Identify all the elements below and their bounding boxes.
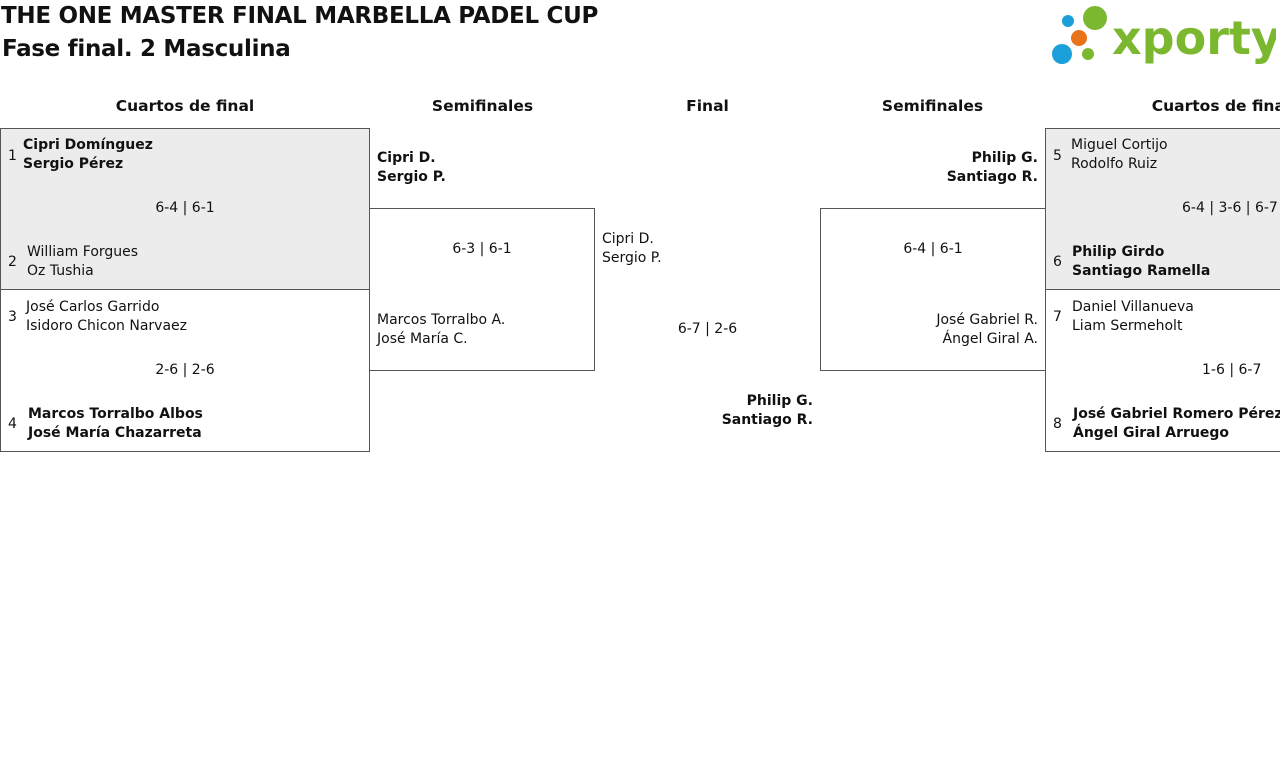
player-name: Ángel Giral Arruego	[1073, 425, 1230, 441]
page-subtitle: Fase final. 2 Masculina	[2, 36, 291, 62]
column-header-qf-left: Cuartos de final	[115, 97, 255, 115]
match-score: 6-4 | 3-6 | 6-7	[1182, 200, 1278, 216]
match-qf-right-1[interactable]: 5 Miguel Cortijo Rodolfo Ruiz 6-4 | 3-6 …	[1045, 128, 1280, 290]
seed-number: 4	[8, 416, 17, 432]
page-title: THE ONE MASTER FINAL MARBELLA PADEL CUP	[1, 3, 599, 29]
player-name: José María C.	[377, 331, 468, 347]
seed-number: 2	[8, 254, 17, 270]
player-name: José Gabriel R.	[936, 312, 1038, 328]
seed-number: 3	[8, 309, 17, 325]
player-name: José Gabriel Romero Pérez	[1073, 406, 1280, 422]
player-name: Sergio Pérez	[23, 156, 124, 172]
match-qf-right-2[interactable]: 7 Daniel Villanueva Liam Sermeholt 1-6 |…	[1045, 289, 1280, 452]
match-score: 1-6 | 6-7	[1202, 362, 1262, 378]
match-score: 6-3 | 6-1	[452, 241, 512, 257]
player-name: Liam Sermeholt	[1072, 318, 1183, 334]
player-name: Sergio P.	[602, 250, 662, 266]
xporty-logo[interactable]: xporty	[1050, 4, 1280, 66]
match-sf-right[interactable]: 6-4 | 6-1 José Gabriel R. Ángel Giral A.	[820, 208, 1046, 371]
match-score: 6-4 | 6-1	[155, 200, 215, 216]
column-header-sf-right: Semifinales	[881, 97, 984, 115]
seed-number: 1	[8, 148, 17, 164]
player-name: Daniel Villanueva	[1072, 299, 1194, 315]
player-name: Philip Girdo	[1072, 244, 1165, 260]
player-name: Sergio P.	[377, 169, 446, 185]
xporty-logo-mark-icon: xporty	[1052, 6, 1280, 65]
logo-wordmark: xporty	[1112, 11, 1276, 65]
match-score: 2-6 | 2-6	[155, 362, 215, 378]
player-name: Ángel Giral A.	[942, 331, 1038, 347]
player-name: Oz Tushia	[27, 263, 94, 279]
player-name: José Carlos Garrido	[26, 299, 160, 315]
seed-number: 8	[1053, 416, 1062, 432]
player-name: Marcos Torralbo A.	[377, 312, 506, 328]
player-name: Miguel Cortijo	[1071, 137, 1168, 153]
match-sf-left[interactable]: 6-3 | 6-1 Marcos Torralbo A. José María …	[369, 208, 595, 371]
seed-number: 7	[1053, 309, 1062, 325]
seed-number: 6	[1053, 254, 1062, 270]
player-name: Cipri D.	[602, 231, 654, 247]
player-name: Cipri D.	[377, 150, 436, 166]
player-name: Santiago R.	[721, 412, 813, 428]
player-name: Philip G.	[746, 393, 813, 409]
column-header-qf-right: Cuartos de final	[1151, 97, 1280, 115]
column-header-sf-left: Semifinales	[431, 97, 534, 115]
player-name: William Forgues	[27, 244, 139, 260]
player-name: Cipri Domínguez	[23, 137, 153, 153]
match-qf-left-2[interactable]: 3 José Carlos Garrido Isidoro Chicon Nar…	[0, 289, 370, 452]
player-name: Rodolfo Ruiz	[1071, 156, 1158, 172]
final-score: 6-7 | 2-6	[677, 321, 738, 337]
player-name: José María Chazarreta	[28, 425, 202, 441]
player-name: Santiago R.	[946, 169, 1038, 185]
column-header-final: Final	[686, 97, 729, 115]
match-score: 6-4 | 6-1	[903, 241, 963, 257]
player-name: Marcos Torralbo Albos	[28, 406, 203, 422]
player-name: Santiago Ramella	[1072, 263, 1211, 279]
player-name: Philip G.	[971, 150, 1038, 166]
seed-number: 5	[1053, 148, 1062, 164]
match-qf-left-1[interactable]: 1 Cipri Domínguez Sergio Pérez 6-4 | 6-1…	[0, 128, 370, 290]
player-name: Isidoro Chicon Narvaez	[26, 318, 187, 334]
